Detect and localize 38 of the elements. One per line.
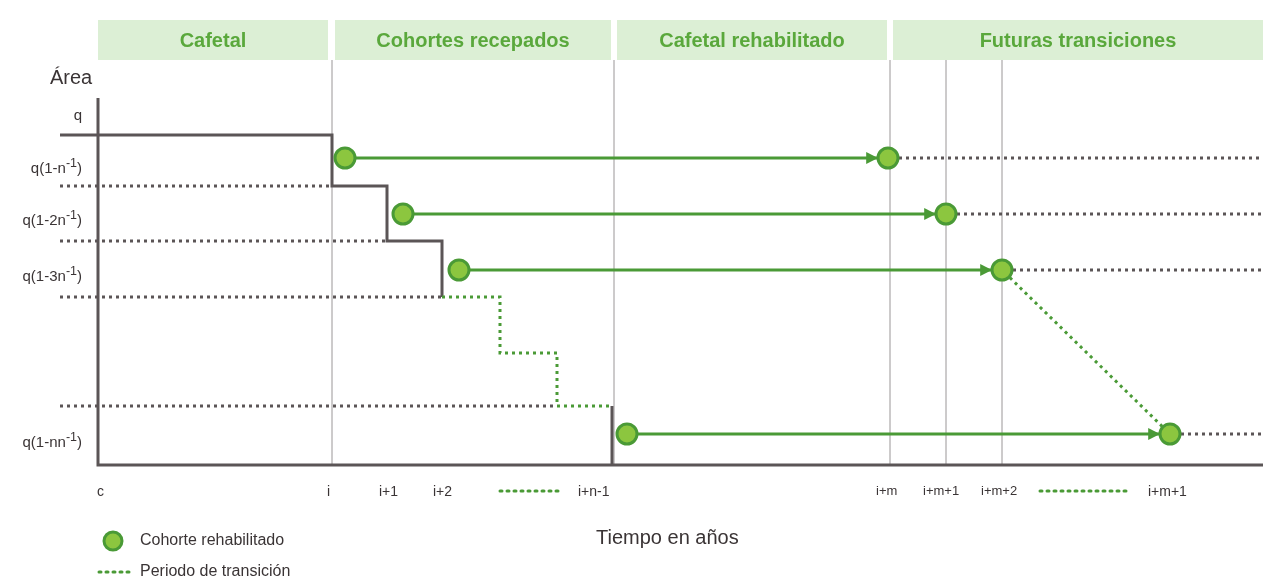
axis-value: q <box>73 106 82 123</box>
axis-value: q(1-3n$^{-1}$) <box>22 264 82 284</box>
connector <box>957 212 1263 216</box>
axis-tick: i+m+2 <box>981 483 1018 498</box>
axis-tick: i+1 <box>379 483 399 499</box>
connector <box>1008 276 1164 428</box>
axis-tick: i+m+1 <box>1148 483 1187 499</box>
axis-tick: c <box>97 483 104 499</box>
cohort-marker <box>1157 421 1183 447</box>
axis-tick: i+n-1 <box>578 483 610 499</box>
cohort-marker <box>614 421 640 447</box>
phase-header: Cafetal rehabilitado <box>617 20 887 60</box>
cohort-marker <box>875 145 901 171</box>
connector <box>414 208 937 220</box>
axis-tick: i+m+1 <box>923 483 960 498</box>
phase-header: Cohortes recepados <box>335 20 611 60</box>
connector <box>356 152 879 164</box>
axis-value: q(1-nn$^{-1}$) <box>22 430 82 450</box>
axis-tick: i+m <box>876 483 898 498</box>
legend-text: Cohorte rehabilitado <box>140 531 285 549</box>
cohort-marker <box>332 145 358 171</box>
axis-title: Tiempo en años <box>596 526 739 549</box>
connector <box>470 264 993 276</box>
cohort-marker <box>446 257 472 283</box>
axis-value: q(1-n$^{-1}$) <box>30 156 82 176</box>
connector <box>1013 268 1263 272</box>
axis-value: q(1-2n$^{-1}$) <box>22 208 82 228</box>
connector <box>1181 432 1263 436</box>
axis-tick: i <box>327 483 331 499</box>
connector <box>638 428 1161 440</box>
axis-tick: i+2 <box>433 483 453 499</box>
phase-header: Cafetal <box>98 20 328 60</box>
phase-header: Futuras transiciones <box>893 20 1263 60</box>
legend-text: Periodo de transición <box>140 562 291 580</box>
axis-title: Área <box>50 66 93 89</box>
cohort-marker <box>390 201 416 227</box>
cohort-marker <box>989 257 1015 283</box>
cohort-marker <box>933 201 959 227</box>
